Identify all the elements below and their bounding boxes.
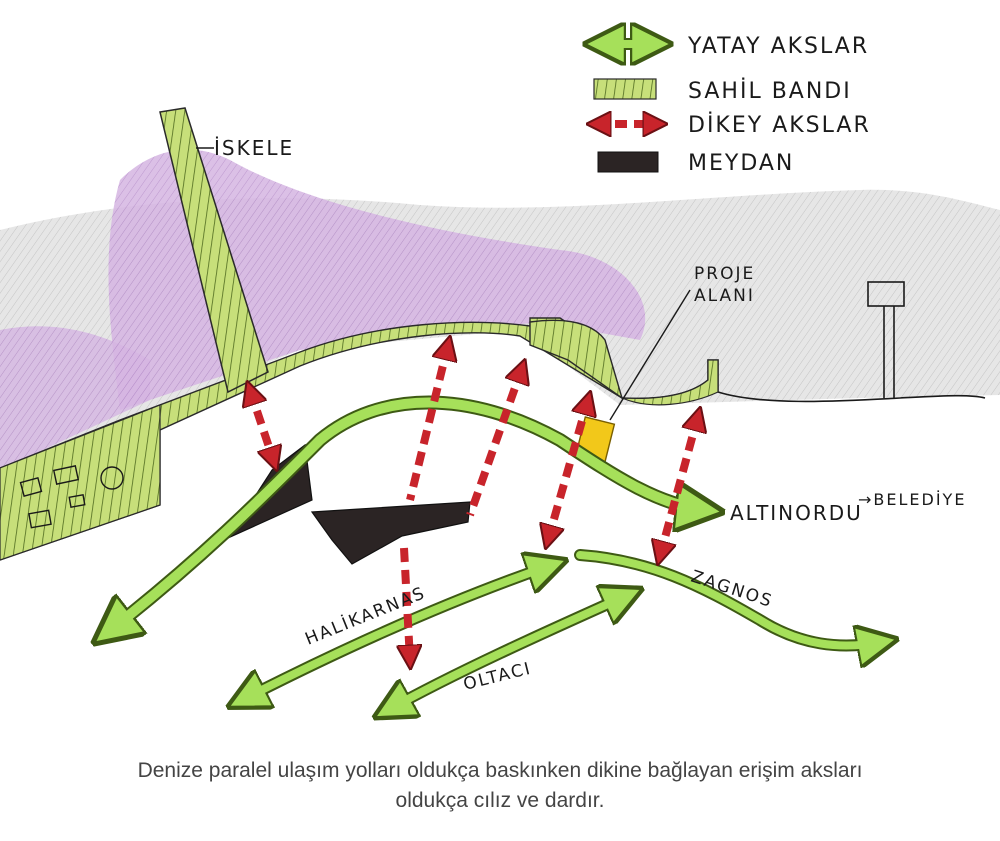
- label-proje: PROJE: [694, 264, 755, 284]
- legend-item-vertical-axes: DİKEY AKSLAR: [596, 112, 871, 138]
- legend-label: MEYDAN: [688, 151, 794, 176]
- legend: YATAY AKSLAR SAHİL BANDI DİKEY AKSLAR ME…: [593, 34, 871, 176]
- tower-icon: [867, 281, 905, 398]
- axis-altinordu: [108, 395, 705, 633]
- pier: [159, 107, 269, 394]
- vertical-axis-6: [660, 416, 698, 556]
- legend-item-square: MEYDAN: [597, 151, 794, 176]
- label-alani: ALANI: [694, 286, 755, 306]
- vertical-axis-4: [404, 547, 410, 660]
- project-leader-line: [609, 289, 691, 421]
- legend-label: SAHİL BANDI: [688, 78, 852, 104]
- axis-zagnos: [574, 549, 882, 646]
- legend-hatch-swatch-icon: [593, 78, 657, 100]
- label-belediye: →BELEDİYE: [858, 490, 966, 509]
- legend-label: DİKEY AKSLAR: [688, 112, 871, 138]
- urban-axes-diagram: YATAY AKSLAR SAHİL BANDI DİKEY AKSLAR ME…: [0, 0, 1000, 740]
- legend-item-coast-band: SAHİL BANDI: [593, 78, 852, 104]
- legend-black-swatch-icon: [597, 151, 659, 173]
- caption-line-2: oldukça cılız ve dardır.: [395, 789, 605, 812]
- caption-line-1: Denize paralel ulaşım yolları oldukça ba…: [137, 759, 863, 782]
- figure-caption: Denize paralel ulaşım yolları oldukça ba…: [0, 756, 1000, 816]
- coast-block-right: [529, 319, 624, 400]
- vertical-axes: [250, 345, 698, 660]
- vertical-axis-1: [250, 390, 274, 462]
- vertical-axis-2: [406, 345, 448, 501]
- label-iskele: İSKELE: [214, 136, 294, 160]
- legend-label: YATAY AKSLAR: [687, 34, 869, 59]
- square-center: [310, 501, 471, 565]
- legend-item-horizontal-axes: YATAY AKSLAR: [600, 34, 869, 59]
- vertical-axis-3: [466, 368, 522, 517]
- vertical-axis-5: [548, 400, 588, 540]
- axis-oltaci: [388, 595, 628, 710]
- label-altinordu: ALTINORDU: [730, 501, 863, 525]
- horizontal-axes: [108, 395, 882, 711]
- sea-purple-area-left: [0, 326, 150, 470]
